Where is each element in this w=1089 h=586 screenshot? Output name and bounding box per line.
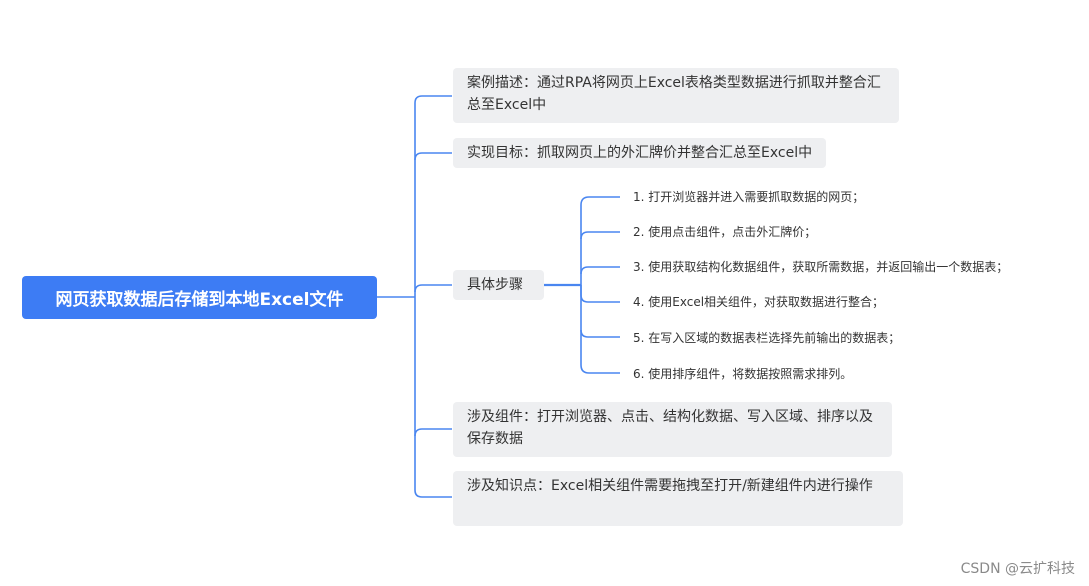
connector-step-5 [580, 329, 620, 338]
step-4[interactable]: 4. 使用Excel相关组件，对获取数据进行整合； [633, 295, 885, 309]
connector-step-6 [580, 285, 620, 374]
connector-step-4 [580, 285, 620, 303]
connector-branch-3 [414, 284, 452, 293]
watermark: CSDN @云扩科技 [960, 561, 1075, 577]
connector-branch-2 [414, 152, 452, 161]
branch-knowledge-points[interactable]: 涉及知识点：Excel相关组件需要拖拽至打开/新建组件内进行操作 [453, 471, 903, 526]
step-1[interactable]: 1. 打开浏览器并进入需要抓取数据的网页； [633, 190, 865, 204]
connector-branch-4 [414, 428, 452, 437]
connector-step-3 [580, 266, 620, 275]
connector-step-2 [580, 231, 620, 240]
step-6[interactable]: 6. 使用排序组件，将数据按照需求排列。 [633, 367, 853, 381]
branch-steps[interactable]: 具体步骤 [453, 270, 544, 300]
branch-goal[interactable]: 实现目标：抓取网页上的外汇牌价并整合汇总至Excel中 [453, 138, 827, 168]
step-3[interactable]: 3. 使用获取结构化数据组件，获取所需数据，并返回输出一个数据表； [633, 260, 1009, 274]
connector-step-1 [580, 196, 620, 285]
root-node[interactable]: 网页获取数据后存储到本地Excel文件 [22, 276, 377, 319]
step-5[interactable]: 5. 在写入区域的数据表栏选择先前输出的数据表； [633, 331, 901, 345]
step-2[interactable]: 2. 使用点击组件，点击外汇牌价； [633, 225, 817, 239]
branch-case-description[interactable]: 案例描述：通过RPA将网页上Excel表格类型数据进行抓取并整合汇总至Excel… [453, 68, 899, 123]
branch-components[interactable]: 涉及组件：打开浏览器、点击、结构化数据、写入区域、排序以及保存数据 [453, 402, 892, 457]
connector-main-trunk [414, 95, 452, 498]
